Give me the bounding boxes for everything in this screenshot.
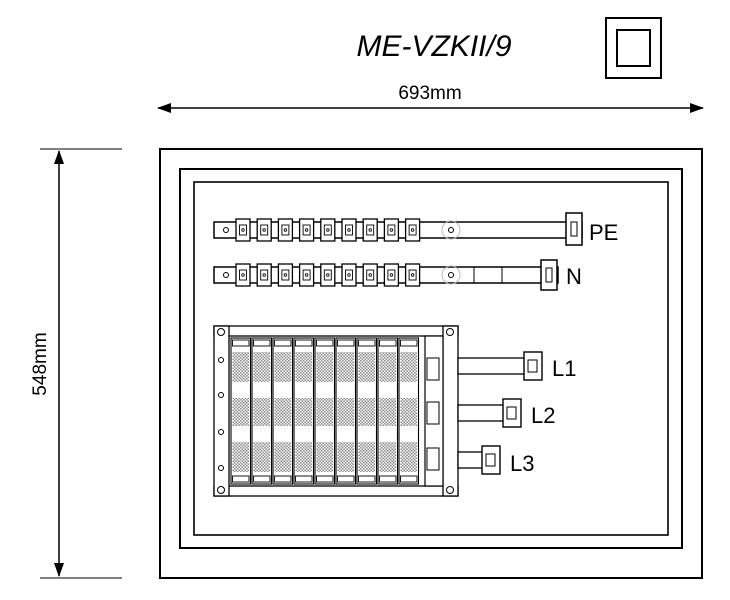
double-square-class-ii-icon xyxy=(605,17,662,79)
pe-terminal xyxy=(362,218,378,242)
enclosure-frame xyxy=(159,148,703,579)
pe-terminal xyxy=(298,218,315,242)
model-title: ME-VZKII/9 xyxy=(356,30,511,63)
pe-label: PE xyxy=(589,220,618,245)
phase-l1-connector: L1 xyxy=(457,351,576,381)
n-terminal xyxy=(277,263,294,287)
breaker-module xyxy=(251,337,273,485)
l1-label: L1 xyxy=(552,356,576,381)
n-terminal xyxy=(404,263,421,287)
breaker-module xyxy=(398,337,420,485)
breaker-module xyxy=(377,337,399,485)
n-end-screw xyxy=(223,272,229,278)
phase-l2-connector: L2 xyxy=(457,398,555,428)
breaker-assembly xyxy=(213,325,459,497)
breaker-module xyxy=(335,337,357,485)
height-dimension-label: 548mm xyxy=(30,332,51,395)
n-terminal xyxy=(256,263,272,287)
height-dimension: 548mm xyxy=(30,148,122,579)
l2-label: L2 xyxy=(531,403,555,428)
l3-label: L3 xyxy=(510,451,534,476)
n-terminal xyxy=(383,263,400,287)
n-mounting-hole xyxy=(441,265,461,285)
pe-main-clamp xyxy=(565,212,583,246)
pe-busbar: PE xyxy=(213,212,618,246)
breaker-module xyxy=(356,337,378,485)
n-terminal-group xyxy=(223,263,421,287)
n-terminal xyxy=(362,263,378,287)
n-terminal xyxy=(235,263,251,287)
width-dimension: 693mm xyxy=(157,83,704,113)
width-dimension-label: 693mm xyxy=(398,83,461,104)
breaker-module xyxy=(293,337,315,485)
pe-end-screw xyxy=(223,227,229,233)
pe-terminal xyxy=(235,218,251,242)
breaker-module xyxy=(230,337,252,485)
breaker-module xyxy=(314,337,336,485)
breaker-module xyxy=(272,337,294,485)
n-terminal xyxy=(341,263,357,287)
n-busbar: N xyxy=(213,259,582,291)
pe-terminal-group xyxy=(223,218,421,242)
pe-terminal xyxy=(341,218,357,242)
pe-mounting-hole xyxy=(441,220,461,240)
left-bracket xyxy=(213,325,230,497)
right-bracket xyxy=(442,325,459,497)
pe-terminal xyxy=(256,218,272,242)
pe-terminal xyxy=(383,218,400,242)
n-terminal xyxy=(320,263,336,287)
pe-terminal xyxy=(320,218,336,242)
n-label: N xyxy=(566,264,582,289)
phase-l3-connector: L3 xyxy=(457,445,534,476)
pe-terminal xyxy=(277,218,294,242)
breaker-module-group xyxy=(230,337,420,485)
n-main-clamp xyxy=(540,259,558,291)
pe-terminal xyxy=(404,218,421,242)
n-terminal xyxy=(298,263,315,287)
